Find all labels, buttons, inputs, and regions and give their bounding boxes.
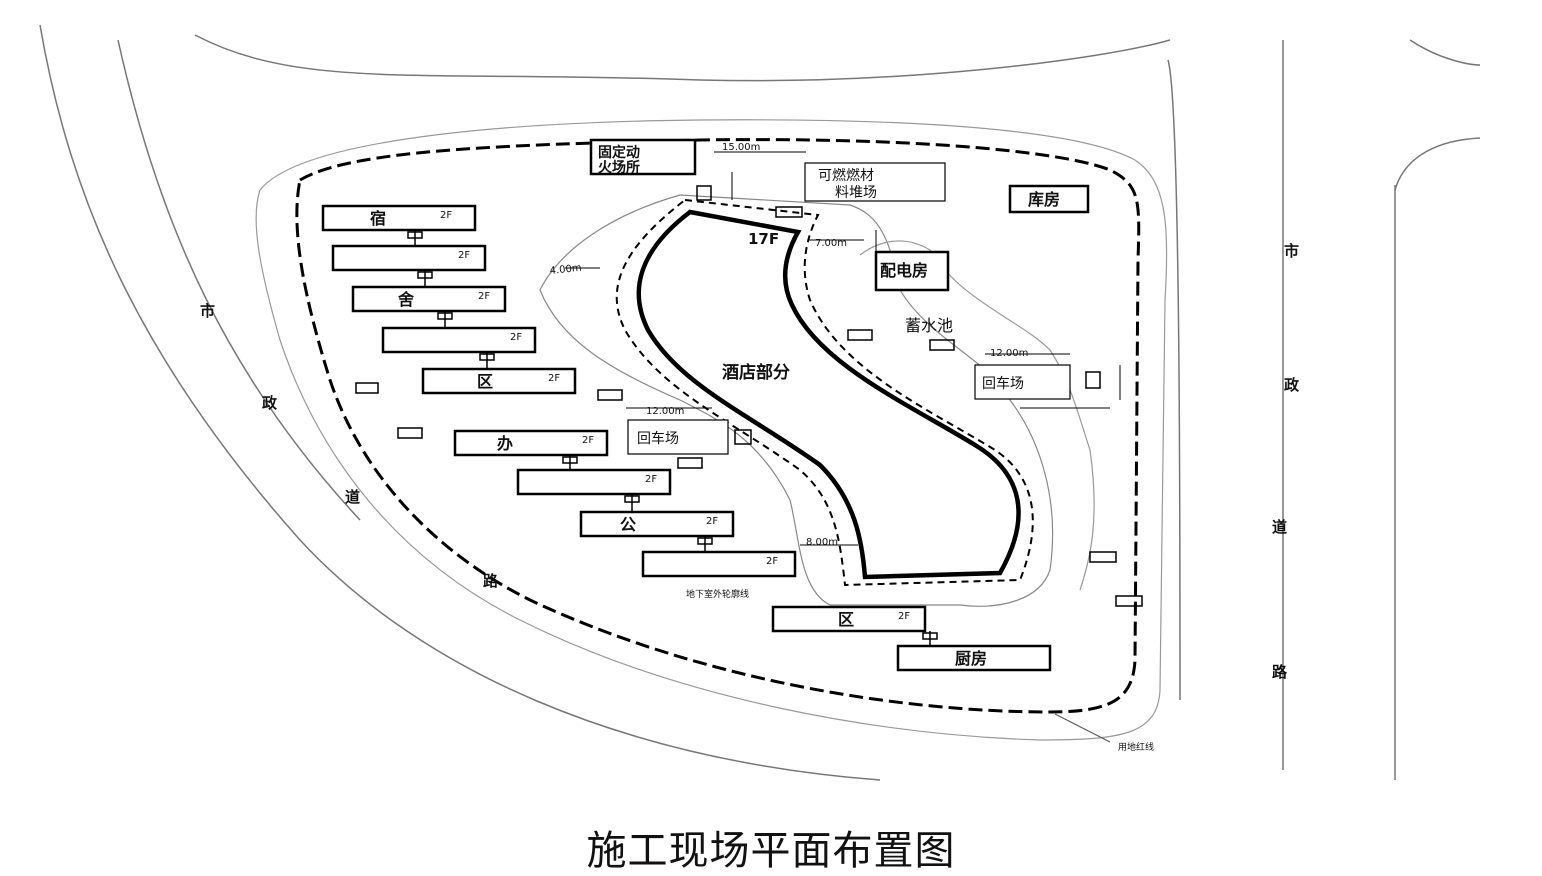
dorm-char-1: 宿 bbox=[370, 209, 386, 228]
dim-right-top: 7.00m bbox=[815, 238, 847, 249]
office-char-5: 区 bbox=[838, 610, 854, 629]
office-char-1: 办 bbox=[497, 434, 513, 453]
office-block-1 bbox=[453, 429, 609, 457]
dim-left: 4.00m bbox=[549, 263, 582, 277]
diagram-caption: 施工现场平面布置图 bbox=[586, 828, 956, 874]
parking-right-box bbox=[974, 364, 1071, 400]
floor-tag: 2F bbox=[645, 474, 657, 485]
office-block-4 bbox=[641, 550, 797, 578]
warehouse-box bbox=[1008, 184, 1090, 214]
fence-leader-line bbox=[1054, 713, 1111, 743]
dim-top: 15.00m bbox=[722, 142, 760, 153]
floor-tag: 2F bbox=[898, 611, 910, 622]
dorm-block-4 bbox=[381, 326, 537, 354]
gate-markers bbox=[355, 185, 1143, 607]
left-road-inner-edge bbox=[117, 39, 361, 521]
left-road-label: 市 政 道 路 bbox=[200, 302, 499, 590]
basement-note: 地下室外轮廓线 bbox=[686, 588, 749, 600]
dim-mid-right: 12.00m bbox=[990, 348, 1028, 359]
right-road-char-1: 市 bbox=[1284, 242, 1299, 260]
dorm-block-2 bbox=[331, 244, 487, 272]
left-road-char-1: 市 bbox=[200, 302, 215, 320]
parking-left-box bbox=[627, 419, 729, 455]
floor-tags: 2F 2F 2F 2F 2F 2F 2F 2F 2F 2F bbox=[440, 210, 910, 622]
office-block-2 bbox=[516, 468, 672, 496]
road-edges bbox=[39, 24, 1481, 781]
site-boundary-dashed bbox=[295, 138, 1141, 714]
flammable-yard-box bbox=[804, 162, 946, 202]
floor-tag: 2F bbox=[478, 291, 490, 302]
left-road-char-2: 政 bbox=[262, 394, 278, 412]
fire-zone-label-2: 火场所 bbox=[598, 159, 640, 176]
hotel-floors-label: 17F bbox=[748, 230, 779, 248]
dorm-block-1 bbox=[321, 204, 477, 232]
kitchen-label: 厨房 bbox=[955, 649, 987, 668]
facility-boxes bbox=[589, 138, 1090, 455]
kitchen-block bbox=[896, 644, 1052, 672]
parking-left-label: 回车场 bbox=[637, 430, 679, 447]
parking-right-label: 回车场 bbox=[982, 375, 1024, 392]
flammable-yard-label-2: 料堆场 bbox=[835, 185, 877, 201]
floor-tag: 2F bbox=[582, 435, 594, 446]
right-road-char-4: 路 bbox=[1272, 663, 1288, 681]
left-road-char-3: 道 bbox=[345, 488, 360, 506]
floor-tag: 2F bbox=[548, 373, 560, 384]
dim-mid-left: 12.00m bbox=[646, 406, 684, 417]
right-road-char-3: 道 bbox=[1272, 518, 1287, 536]
top-road-edge bbox=[194, 34, 1171, 82]
right-road-char-2: 政 bbox=[1284, 376, 1300, 394]
dim-bottom: 8.00m bbox=[806, 537, 838, 548]
hotel-footprint bbox=[636, 209, 1021, 580]
office-char-3: 公 bbox=[620, 515, 636, 534]
office-block-3 bbox=[579, 510, 735, 538]
right-road-label: 市 政 道 路 bbox=[1272, 242, 1300, 681]
office-block-5 bbox=[771, 605, 927, 633]
fence-note: 用地红线 bbox=[1118, 741, 1154, 753]
floor-tag: 2F bbox=[766, 556, 778, 567]
fire-zone-label-1: 固定动 bbox=[598, 144, 640, 161]
site-outer-contour bbox=[255, 119, 1168, 741]
dorm-block-3 bbox=[351, 285, 507, 313]
right-road-curb bbox=[1394, 137, 1481, 191]
dorm-char-3: 舍 bbox=[397, 290, 415, 309]
hotel-label: 酒店部分 bbox=[722, 362, 790, 383]
left-road-char-4: 路 bbox=[483, 572, 499, 590]
dorm-char-5: 区 bbox=[477, 372, 493, 391]
right-inner-contour bbox=[859, 240, 1095, 591]
warehouse-label: 库房 bbox=[1028, 190, 1060, 209]
floor-tag: 2F bbox=[510, 332, 522, 343]
left-road-outer-edge bbox=[39, 24, 881, 781]
right-site-curb bbox=[1167, 59, 1181, 701]
basement-outline bbox=[539, 194, 1054, 607]
top-right-road-edge bbox=[1409, 39, 1481, 66]
block-connectors bbox=[407, 230, 938, 646]
hotel-offset-dashed bbox=[615, 198, 1034, 587]
dimension-lines bbox=[565, 151, 1121, 546]
floor-tag: 2F bbox=[706, 516, 718, 527]
dorm-block-5 bbox=[421, 367, 577, 395]
flammable-yard-label-1: 可燃燃材 bbox=[818, 167, 874, 184]
floor-tag: 2F bbox=[440, 210, 452, 221]
power-room-box bbox=[874, 250, 950, 292]
dorm-blocks bbox=[321, 204, 1052, 672]
power-room-label: 配电房 bbox=[880, 261, 928, 280]
floor-tag: 2F bbox=[458, 250, 470, 261]
water-tank-label: 蓄水池 bbox=[905, 316, 953, 335]
fire-zone-box bbox=[589, 138, 697, 176]
